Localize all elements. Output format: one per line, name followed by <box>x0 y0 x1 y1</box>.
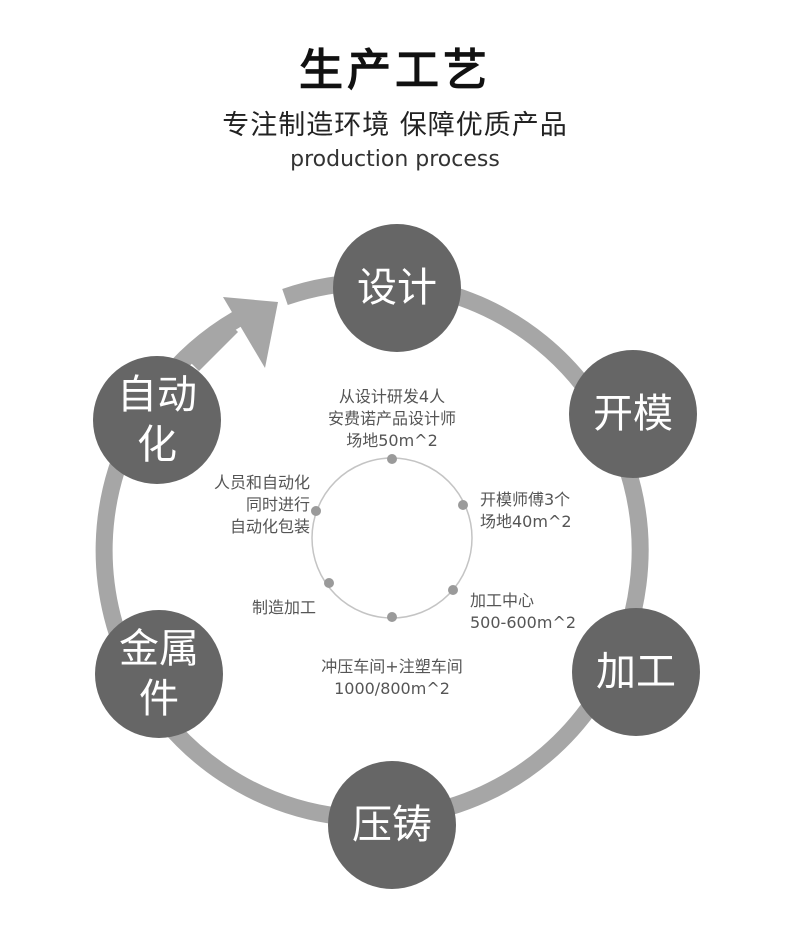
inner-dot-machining <box>448 585 458 595</box>
page-subtitle-english: production process <box>290 147 500 172</box>
inner-dot-mold <box>458 500 468 510</box>
inner-dot-automation <box>311 506 321 516</box>
stage-info-metal-parts: 制造加工 <box>251 598 316 617</box>
cycle-arrow-shaft <box>186 319 239 372</box>
stage-node-machining <box>572 608 700 736</box>
stage-info-design: 从设计研发4人 安费诺产品设计师 场地50m^2 <box>327 387 456 450</box>
stage-info-mold: 开模师傅3个 场地40m^2 <box>480 490 572 531</box>
cycle-arrow-head <box>223 297 278 368</box>
inner-dot-metal <box>324 578 334 588</box>
page-title: 生产工艺 <box>299 45 491 96</box>
stage-node-diecasting <box>328 761 456 889</box>
stage-info-machining: 加工中心 500-600m^2 <box>470 591 577 632</box>
stage-info-diecasting: 冲压车间+注塑车间 1000/800m^2 <box>321 657 463 698</box>
inner-dot-diecasting <box>387 612 397 622</box>
inner-ring <box>311 457 473 619</box>
page-subtitle: 专注制造环境 保障优质产品 <box>222 110 568 141</box>
stage-info-automation: 人员和自动化 同时进行 自动化包装 <box>213 473 310 536</box>
inner-dot-design <box>387 454 397 464</box>
stage-node-design <box>333 224 461 352</box>
stage-node-mold <box>569 350 697 478</box>
stage-node-metal <box>95 610 223 738</box>
outer-ring-arc <box>95 274 649 827</box>
stage-node-automation <box>93 356 221 484</box>
